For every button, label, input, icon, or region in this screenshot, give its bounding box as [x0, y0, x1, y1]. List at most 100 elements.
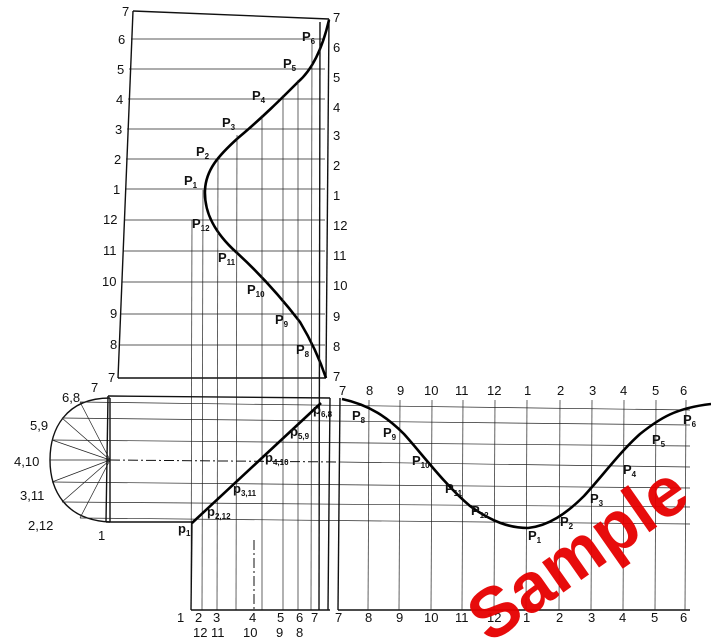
dev-top-label: 4	[620, 383, 627, 398]
bottom-label: 8	[296, 625, 303, 640]
label-right-7-top: 7	[333, 10, 340, 25]
semicircle-number-labels: 6,8 7 5,9 4,10 3,11 2,12 1	[14, 380, 105, 543]
point-label: P6	[683, 412, 697, 429]
dev-top-label: 10	[424, 383, 438, 398]
label-right-11: 11	[333, 248, 347, 263]
point-label: P3	[590, 491, 604, 508]
label-6-8: 6,8	[62, 390, 80, 405]
dev-bottom-label: 10	[424, 610, 438, 625]
point-label: p2,12	[207, 504, 231, 521]
point-label: p6,8	[313, 402, 333, 419]
label-4-10: 4,10	[14, 454, 39, 469]
point-label: P9	[383, 425, 397, 442]
label-right-3: 3	[333, 128, 340, 143]
point-label: P8	[296, 342, 310, 359]
upper-left-number-labels: 7 6 5 4 3 2 1 12 11 10 9 8 7	[102, 4, 129, 385]
bottom-left-box	[190, 521, 330, 611]
label-left-10: 10	[102, 274, 116, 289]
point-label: P2	[196, 144, 210, 161]
point-label: P12	[192, 216, 210, 233]
dev-bottom-label: 9	[396, 610, 403, 625]
label-left-2: 2	[114, 152, 121, 167]
upper-top-edge	[132, 10, 330, 20]
upper-left-edge	[117, 10, 134, 379]
point-label: P2	[560, 514, 574, 531]
point-label: P9	[275, 312, 289, 329]
dev-top-label: 11	[455, 383, 469, 398]
label-left-4: 4	[116, 92, 123, 107]
label-right-2: 2	[333, 158, 340, 173]
dev-bottom-label: 8	[365, 610, 372, 625]
development-bottom-labels: 7 8 9 10 11 12 1 2 3 4 5 6	[335, 610, 687, 625]
development-curve	[341, 397, 711, 530]
label-2-12: 2,12	[28, 518, 53, 533]
development-left-edge	[337, 397, 341, 611]
dev-bottom-label: 11	[455, 610, 469, 625]
point-label: P10	[247, 282, 265, 299]
label-left-6: 6	[118, 32, 125, 47]
point-label: P1	[184, 173, 198, 190]
bottom-label: 1	[177, 610, 184, 625]
point-label: P4	[623, 462, 637, 479]
label-1: 1	[98, 528, 105, 543]
dev-top-label: 8	[366, 383, 373, 398]
semicircle-radials	[50, 401, 111, 519]
middle-rectangle	[105, 395, 331, 611]
label-left-7-top: 7	[122, 4, 129, 19]
dev-bottom-label: 3	[588, 610, 595, 625]
bottom-label: 4	[249, 610, 256, 625]
point-label: p1	[178, 521, 191, 538]
bottom-label: 10	[243, 625, 257, 640]
label-left-3: 3	[115, 122, 122, 137]
point-label: P4	[252, 88, 266, 105]
dev-top-label: 2	[557, 383, 564, 398]
label-left-1: 1	[113, 182, 120, 197]
dev-top-label: 5	[652, 383, 659, 398]
label-7: 7	[91, 380, 98, 395]
point-label: P5	[652, 432, 666, 449]
point-label: P5	[283, 56, 297, 73]
label-right-7-bottom: 7	[333, 369, 340, 384]
dev-top-label: 7	[339, 383, 346, 398]
bottom-label: 3	[213, 610, 220, 625]
bottom-label: 5	[277, 610, 284, 625]
dev-bottom-label: 12	[487, 610, 501, 625]
bottom-label: 6	[296, 610, 303, 625]
upper-horizontal-lines	[120, 38, 325, 346]
development-vertical-lines	[367, 399, 687, 611]
label-right-12: 12	[333, 218, 347, 233]
label-left-12: 12	[103, 212, 117, 227]
middle-horizontal-lines	[51, 401, 691, 525]
label-5-9: 5,9	[30, 418, 48, 433]
point-label: P6	[302, 29, 316, 46]
semicircle-view	[49, 397, 111, 523]
label-right-1: 1	[333, 188, 340, 203]
development-curve-point-labels: P8 P9 P10 P11 P12 P1 P2 P3 P4 P5 P6	[352, 408, 697, 545]
label-left-7-bottom: 7	[108, 370, 115, 385]
label-right-4: 4	[333, 100, 340, 115]
point-label: P11	[445, 481, 463, 498]
point-label: P11	[218, 250, 236, 267]
bottom-label: 9	[276, 625, 283, 640]
dev-top-label: 3	[589, 383, 596, 398]
label-left-5: 5	[117, 62, 124, 77]
dev-bottom-label: 4	[619, 610, 626, 625]
dev-bottom-label: 6	[680, 610, 687, 625]
label-right-5: 5	[333, 70, 340, 85]
label-left-8: 8	[110, 337, 117, 352]
development-view	[337, 397, 711, 611]
point-label: P1	[528, 528, 542, 545]
upper-view	[117, 10, 331, 379]
point-label: p5,9	[290, 424, 310, 441]
label-3-11: 3,11	[20, 488, 44, 503]
dev-bottom-label: 1	[523, 610, 530, 625]
bottom-label: 2	[195, 610, 202, 625]
dev-top-label: 1	[524, 383, 531, 398]
bottom-label: 11	[211, 625, 225, 640]
point-label: P12	[471, 503, 489, 520]
point-label: p4,10	[265, 450, 289, 467]
point-label: P10	[412, 453, 430, 470]
cut-plane-line	[191, 402, 322, 524]
label-right-10: 10	[333, 278, 347, 293]
sample-watermark: Sample	[453, 450, 702, 641]
